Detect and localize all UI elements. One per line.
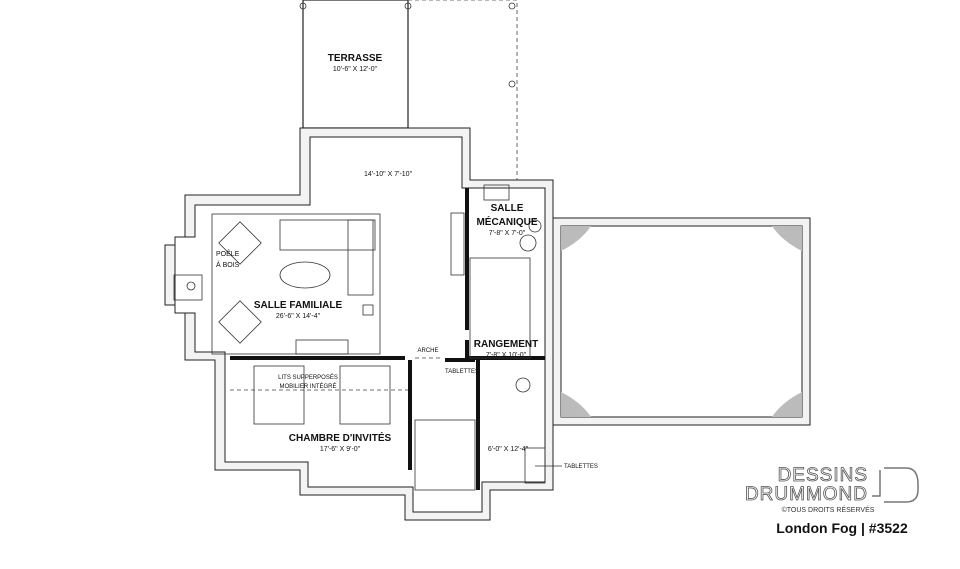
furniture [173, 184, 542, 491]
interior-walls [211, 188, 546, 490]
salle-mecanique-label-2: MÉCANIQUE [476, 215, 537, 228]
exterior-walls [164, 127, 554, 521]
logo-line-1: DESSINS [778, 465, 868, 486]
copyright: ©TOUS DROITS RÉSERVÉS [782, 505, 875, 514]
poele-label-2: À BOIS [216, 260, 240, 269]
bathroom-dims: 6'-0" X 12'-4" [488, 446, 529, 453]
unnamed-room-dims: 14'-10" X 7'-10" [364, 171, 413, 178]
garage [552, 217, 811, 426]
rangement-label: RANGEMENT [474, 339, 538, 350]
salle-familiale-label: SALLE FAMILIALE [254, 300, 343, 311]
plan-caption: London Fog | #3522 [776, 520, 908, 536]
salle-mecanique-label-1: SALLE [491, 203, 524, 214]
salle-familiale-dims: 26'-6" X 14'-4" [276, 313, 321, 320]
chambre-label: CHAMBRE D'INVITÉS [289, 431, 392, 444]
chambre-dims: 17'-6" X 9'-0" [320, 446, 361, 453]
terrasse-label: TERRASSE [328, 53, 383, 64]
logo-line-2: DRUMMOND [745, 484, 868, 505]
salle-mecanique-dims: 7'-8" X 7'-0" [489, 230, 526, 237]
tablettes-label-2: TABLETTES [564, 464, 598, 470]
mobilier-label: MOBILIER INTÉGRÉ [279, 383, 336, 390]
poele-label-1: POÊLE [216, 249, 240, 258]
lits-label: LITS SUPPERPOSÉS [278, 374, 338, 381]
terrasse-dims: 10'-6" X 12'-0" [333, 66, 378, 73]
tablettes-label-1: TABLETTES [445, 369, 479, 375]
dessins-drummond-logo: DESSINS DRUMMOND ©TOUS DROITS RÉSERVÉS L… [745, 465, 919, 536]
rangement-dims: 7'-8" X 10'-0" [486, 352, 527, 359]
arche-label: ARCHE [417, 348, 438, 354]
